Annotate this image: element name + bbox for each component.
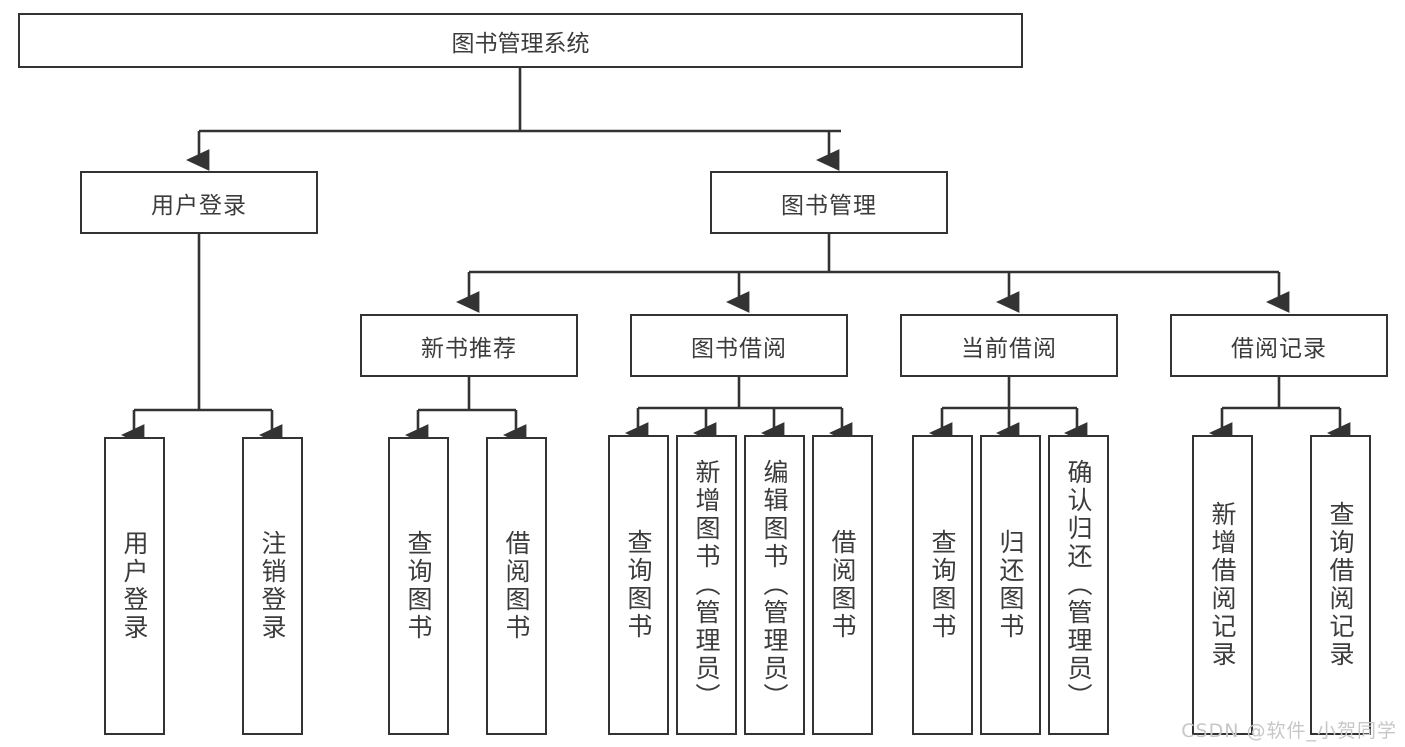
node-leaf-query-book-2-label: 查询图书 <box>624 529 653 641</box>
node-leaf-edit-book-label: 编辑图书（管理员） <box>760 459 789 711</box>
node-leaf-user-login[interactable]: 用户登录 <box>104 437 165 735</box>
node-leaf-add-record[interactable]: 新增借阅记录 <box>1192 435 1253 735</box>
node-user-login[interactable]: 用户登录 <box>80 171 318 234</box>
node-leaf-return-book-label: 归还图书 <box>996 529 1025 641</box>
node-leaf-confirm-return[interactable]: 确认归还（管理员） <box>1048 435 1109 735</box>
node-leaf-borrow-book-1[interactable]: 借阅图书 <box>486 437 547 735</box>
node-root-label: 图书管理系统 <box>451 30 590 57</box>
node-book-management-label: 图书管理 <box>781 192 877 219</box>
node-leaf-borrow-book-2-label: 借阅图书 <box>828 529 857 641</box>
node-leaf-query-record-label: 查询借阅记录 <box>1326 501 1355 669</box>
node-leaf-add-book[interactable]: 新增图书（管理员） <box>676 435 737 735</box>
node-leaf-borrow-book-1-label: 借阅图书 <box>502 530 531 642</box>
node-leaf-logout-login-label: 注销登录 <box>258 530 287 642</box>
node-borrow-record[interactable]: 借阅记录 <box>1170 314 1388 377</box>
watermark: CSDN @软件_小贺同学 <box>1181 720 1397 742</box>
node-leaf-query-book-1-label: 查询图书 <box>404 530 433 642</box>
node-book-borrow[interactable]: 图书借阅 <box>630 314 848 377</box>
node-leaf-add-record-label: 新增借阅记录 <box>1208 501 1237 669</box>
node-root[interactable]: 图书管理系统 <box>18 13 1023 68</box>
node-new-book-recommend-label: 新书推荐 <box>421 335 517 362</box>
node-borrow-record-label: 借阅记录 <box>1231 335 1327 362</box>
node-leaf-confirm-return-label: 确认归还（管理员） <box>1064 459 1093 711</box>
node-leaf-add-book-label: 新增图书（管理员） <box>692 459 721 711</box>
node-user-login-label: 用户登录 <box>151 192 247 219</box>
node-book-management[interactable]: 图书管理 <box>710 171 948 234</box>
node-leaf-query-book-1[interactable]: 查询图书 <box>388 437 449 735</box>
node-leaf-query-book-3-label: 查询图书 <box>928 529 957 641</box>
node-leaf-logout-login[interactable]: 注销登录 <box>242 437 303 735</box>
node-current-borrow[interactable]: 当前借阅 <box>900 314 1118 377</box>
node-leaf-query-book-3[interactable]: 查询图书 <box>912 435 973 735</box>
node-book-borrow-label: 图书借阅 <box>691 335 787 362</box>
node-leaf-user-login-label: 用户登录 <box>120 530 149 642</box>
node-current-borrow-label: 当前借阅 <box>961 335 1057 362</box>
node-leaf-query-record[interactable]: 查询借阅记录 <box>1310 435 1371 735</box>
node-new-book-recommend[interactable]: 新书推荐 <box>360 314 578 377</box>
node-leaf-borrow-book-2[interactable]: 借阅图书 <box>812 435 873 735</box>
node-leaf-query-book-2[interactable]: 查询图书 <box>608 435 669 735</box>
node-leaf-edit-book[interactable]: 编辑图书（管理员） <box>744 435 805 735</box>
node-leaf-return-book[interactable]: 归还图书 <box>980 435 1041 735</box>
